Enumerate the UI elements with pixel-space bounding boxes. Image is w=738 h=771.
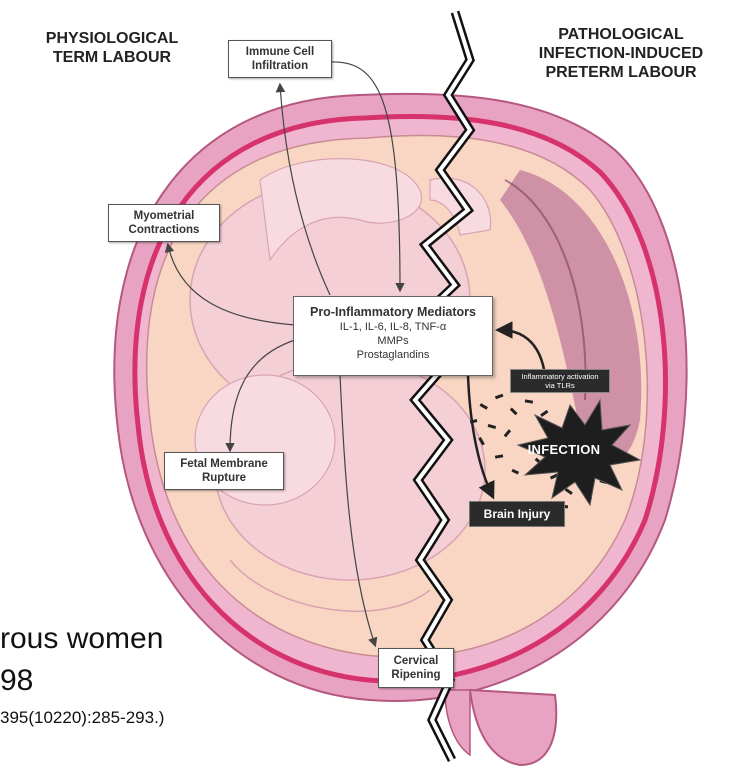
heading-left-line-2: TERM LABOUR: [22, 48, 202, 67]
mediators-title: Pro-Inflammatory Mediators: [294, 304, 492, 320]
inflammatory-line-2: via TLRs: [545, 381, 574, 390]
heading-right-line-1: PATHOLOGICAL: [512, 25, 730, 44]
pro-inflammatory-mediators-box: Pro-Inflammatory Mediators IL-1, IL-6, I…: [293, 296, 493, 376]
inflammatory-line-1: Inflammatory activation: [521, 372, 598, 381]
immune-line-1: Immune Cell: [246, 45, 314, 59]
mediators-line-2: MMPs: [294, 334, 492, 348]
heading-right-line-2: INFECTION-INDUCED: [512, 44, 730, 63]
physiological-heading: PHYSIOLOGICAL TERM LABOUR: [22, 29, 202, 67]
infection-label: INFECTION: [522, 442, 606, 457]
myometrial-line-2: Contractions: [129, 223, 200, 237]
cervical-line-2: Ripening: [391, 668, 440, 682]
heading-left-line-1: PHYSIOLOGICAL: [22, 29, 202, 48]
cervix: [470, 690, 556, 765]
cervical-line-1: Cervical: [394, 654, 439, 668]
fetal-membrane-rupture-box: Fetal Membrane Rupture: [164, 452, 284, 490]
brain-injury-label: Brain Injury: [469, 501, 565, 527]
bottom-text-line-2: 98: [0, 664, 33, 698]
membrane-line-2: Rupture: [202, 471, 246, 485]
membrane-line-1: Fetal Membrane: [180, 457, 268, 471]
heading-right-line-3: PRETERM LABOUR: [512, 63, 730, 82]
myometrial-contractions-box: Myometrial Contractions: [108, 204, 220, 242]
pathological-heading: PATHOLOGICAL INFECTION-INDUCED PRETERM L…: [512, 25, 730, 82]
bottom-text-line-3: 395(10220):285-293.): [0, 708, 164, 728]
immune-cell-infiltration-box: Immune Cell Infiltration: [228, 40, 332, 78]
inflammatory-activation-label: Inflammatory activation via TLRs: [510, 369, 610, 393]
bottom-text-line-1: rous women: [0, 622, 163, 656]
mediators-line-1: IL-1, IL-6, IL-8, TNF-α: [294, 320, 492, 334]
cervical-ripening-box: Cervical Ripening: [378, 648, 454, 688]
immune-line-2: Infiltration: [252, 59, 308, 73]
mediators-line-3: Prostaglandins: [294, 348, 492, 362]
myometrial-line-1: Myometrial: [134, 209, 195, 223]
